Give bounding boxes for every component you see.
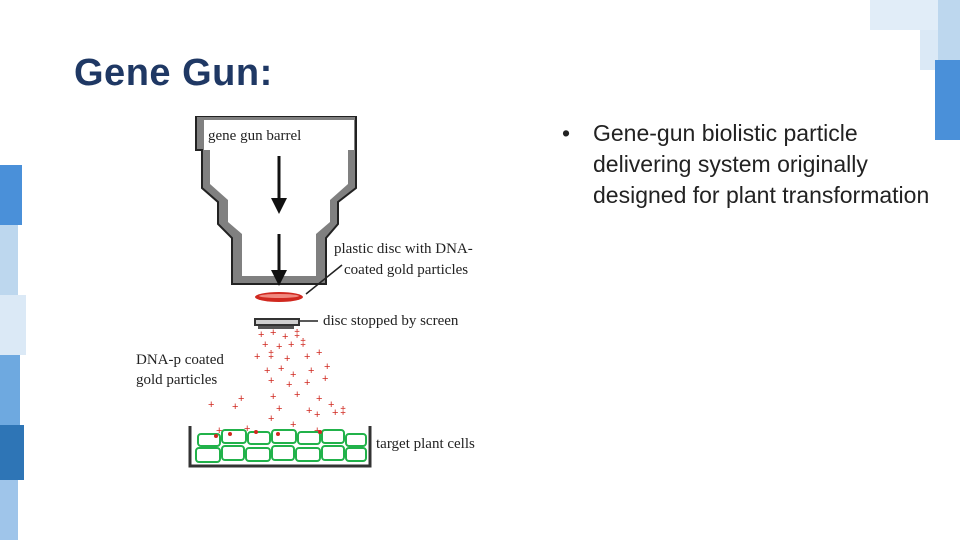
bullet-list: • Gene-gun biolistic particle delivering… — [562, 118, 932, 211]
svg-text:+: + — [268, 413, 274, 425]
arrow-upper-head — [271, 198, 287, 214]
svg-text:+: + — [232, 401, 238, 413]
svg-text:+: + — [314, 425, 320, 437]
svg-text:‡: ‡ — [340, 405, 346, 417]
svg-text:+: + — [314, 409, 320, 421]
svg-text:+: + — [306, 405, 312, 417]
svg-text:+: + — [290, 369, 296, 381]
svg-text:+: + — [304, 377, 310, 389]
label-stopped: disc stopped by screen — [323, 313, 459, 329]
label-particles-line2: gold particles — [136, 372, 217, 388]
decor-blocks-right — [860, 0, 960, 140]
svg-text:‡: ‡ — [294, 328, 300, 340]
svg-text:+: + — [270, 391, 276, 403]
svg-text:‡: ‡ — [300, 337, 306, 349]
bullet-text: Gene-gun biolistic particle delivering s… — [593, 120, 930, 208]
svg-text:+: + — [264, 365, 270, 377]
gene-gun-diagram: +++‡ +++‡ +‡+++ +++++ ++++ ++++ +++ ++++… — [118, 116, 558, 486]
svg-text:+: + — [244, 423, 250, 435]
label-target: target plant cells — [376, 436, 475, 452]
svg-text:+: + — [268, 375, 274, 387]
svg-text:+: + — [254, 351, 260, 363]
bullet-item: • Gene-gun biolistic particle delivering… — [562, 118, 932, 211]
svg-text:+: + — [278, 363, 284, 375]
svg-text:+: + — [258, 329, 264, 341]
arrow-lower-head — [271, 270, 287, 286]
svg-text:+: + — [208, 399, 214, 411]
svg-text:+: + — [270, 327, 276, 339]
svg-text:+: + — [316, 347, 322, 359]
svg-text:+: + — [238, 393, 244, 405]
svg-text:+: + — [284, 353, 290, 365]
svg-text:+: + — [328, 399, 334, 411]
bullet-marker: • — [562, 120, 571, 146]
svg-text:+: + — [324, 361, 330, 373]
gene-gun-svg: +++‡ +++‡ +‡+++ +++++ ++++ ++++ +++ ++++… — [136, 116, 475, 468]
svg-text:‡: ‡ — [268, 349, 274, 361]
svg-text:+: + — [262, 339, 268, 351]
petri-dish — [188, 426, 372, 468]
slide-title: Gene Gun: — [74, 52, 273, 94]
svg-text:+: + — [304, 351, 310, 363]
label-barrel: gene gun barrel — [208, 128, 301, 144]
label-disc-line2: coated gold particles — [344, 262, 468, 278]
barrel-label-box — [204, 120, 354, 150]
particle-spray: +++‡ +++‡ +‡+++ +++++ ++++ ++++ +++ ++++… — [208, 327, 346, 439]
svg-text:+: + — [294, 389, 300, 401]
svg-text:+: + — [322, 373, 328, 385]
svg-text:+: + — [282, 331, 288, 343]
svg-text:+: + — [290, 419, 296, 431]
svg-text:+: + — [288, 339, 294, 351]
svg-text:+: + — [216, 425, 222, 437]
svg-text:+: + — [286, 379, 292, 391]
svg-text:+: + — [316, 393, 322, 405]
label-particles-line1: DNA-p coated — [136, 352, 224, 368]
decor-blocks-left — [0, 165, 26, 540]
label-disc-line1: plastic disc with DNA- — [334, 241, 473, 257]
svg-text:+: + — [332, 407, 338, 419]
svg-text:+: + — [276, 341, 282, 353]
svg-text:+: + — [308, 365, 314, 377]
plant-cells — [195, 429, 367, 463]
svg-text:+: + — [276, 403, 282, 415]
